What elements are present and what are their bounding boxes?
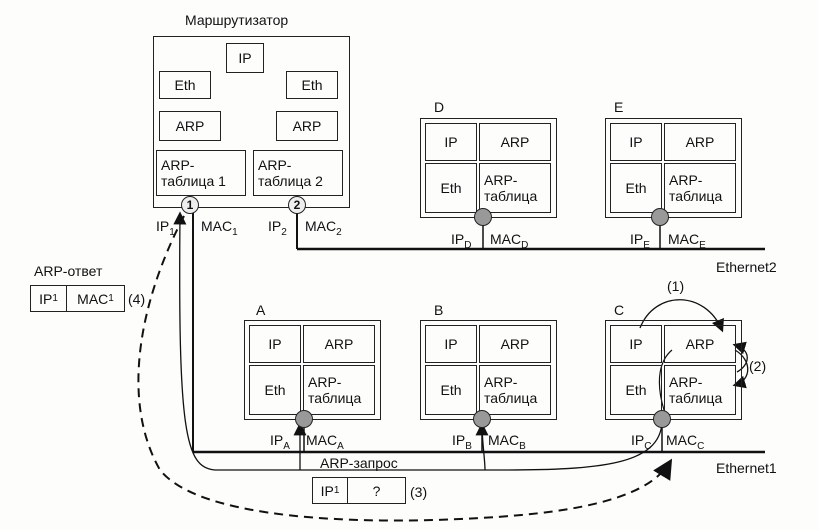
arp-reply-label: ARP-ответ <box>34 263 103 279</box>
host-a-eth: Eth <box>249 365 301 415</box>
host-d-table: ARP-таблица <box>479 163 551 213</box>
host-a-mac-label: MACA <box>306 432 344 452</box>
host-a-label: A <box>256 302 266 318</box>
host-b-table: ARP-таблица <box>479 365 551 415</box>
router-ip1-label: IP1 <box>156 218 175 238</box>
router-eth1-layer: Eth <box>159 71 211 99</box>
router-mac2-label: MAC2 <box>305 218 342 238</box>
host-e-box: IP ARP Eth ARP-таблица <box>605 118 742 218</box>
router-arp1-layer: ARP <box>159 111 221 141</box>
router-eth2-layer: Eth <box>286 71 338 99</box>
host-a-ip-label: IPA <box>270 432 290 452</box>
host-b-ip: IP <box>425 325 477 363</box>
host-c-table: ARP-таблица <box>664 365 736 415</box>
router-ip-layer: IP <box>226 43 264 73</box>
host-e-label: E <box>614 99 624 115</box>
host-d-box: IP ARP Eth ARP-таблица <box>420 118 557 218</box>
host-b-ip-label: IPB <box>452 432 472 452</box>
router-arp2-layer: ARP <box>276 111 338 141</box>
host-d-arp: ARP <box>479 123 551 161</box>
host-b-eth: Eth <box>425 365 477 415</box>
step-2-label: (2) <box>749 358 767 374</box>
host-c-ip: IP <box>610 325 662 363</box>
host-e-mac-label: MACE <box>668 231 706 251</box>
ethernet2-label: Ethernet2 <box>716 259 777 275</box>
host-d-ip: IP <box>425 123 477 161</box>
host-b-mac-label: MACB <box>488 432 526 452</box>
arp-reply-dashed-arrow <box>137 215 673 522</box>
host-e-ip: IP <box>610 123 662 161</box>
host-e-arp: ARP <box>664 123 736 161</box>
arp-request-arrow <box>173 211 663 471</box>
host-c-eth: Eth <box>610 365 662 415</box>
host-a-table: ARP-таблица <box>303 365 375 415</box>
host-b-label: B <box>434 302 444 318</box>
arp-request-query-field: ? <box>372 482 381 499</box>
ethernet1-label: Ethernet1 <box>716 460 777 476</box>
host-a-arp: ARP <box>303 325 375 363</box>
router-ip2-label: IP2 <box>268 218 287 238</box>
host-d-mac-label: MACD <box>490 231 529 251</box>
router-box: IP Eth Eth ARP ARP ARP-таблица 1 ARP-таб… <box>153 36 350 208</box>
host-b-box: IP ARP Eth ARP-таблица <box>420 320 557 420</box>
step2-arrow-up <box>732 341 748 373</box>
host-d-port <box>474 208 492 226</box>
host-c-ip-label: IPC <box>631 432 652 452</box>
host-b-arp: ARP <box>479 325 551 363</box>
host-c-arp: ARP <box>664 325 736 363</box>
router-title: Маршрутизатор <box>185 12 289 28</box>
router-port-2: 2 <box>288 196 306 214</box>
host-a-port <box>295 410 313 428</box>
host-e-eth: Eth <box>610 163 662 213</box>
router-mac1-label: MAC1 <box>201 218 238 238</box>
router-arp-table2: ARP-таблица 2 <box>253 150 343 196</box>
host-b-port <box>473 410 491 428</box>
step-1-label: (1) <box>667 278 685 294</box>
host-a-ip: IP <box>249 325 301 363</box>
router-port-1: 1 <box>181 196 199 214</box>
host-d-label: D <box>434 99 445 115</box>
host-e-table: ARP-таблица <box>664 163 736 213</box>
arp-request-label: ARP-запрос <box>320 455 398 471</box>
arp-reply-step: (4) <box>128 291 146 307</box>
host-c-mac-label: MACC <box>666 432 705 452</box>
host-e-port <box>651 208 669 226</box>
host-d-ip-label: IPD <box>451 231 472 251</box>
host-c-label: C <box>614 302 625 318</box>
step2-arrow-down <box>732 349 749 389</box>
host-d-eth: Eth <box>425 163 477 213</box>
router-arp-table1: ARP-таблица 1 <box>156 150 246 196</box>
host-e-ip-label: IPE <box>630 231 650 251</box>
arp-request-branch-b <box>475 422 489 471</box>
host-c-box: IP ARP Eth ARP-таблица <box>605 320 742 420</box>
host-a-box: IP ARP Eth ARP-таблица <box>244 320 381 420</box>
host-c-port <box>653 410 671 428</box>
step1-arrow <box>639 299 724 333</box>
arp-request-step: (3) <box>410 484 428 500</box>
